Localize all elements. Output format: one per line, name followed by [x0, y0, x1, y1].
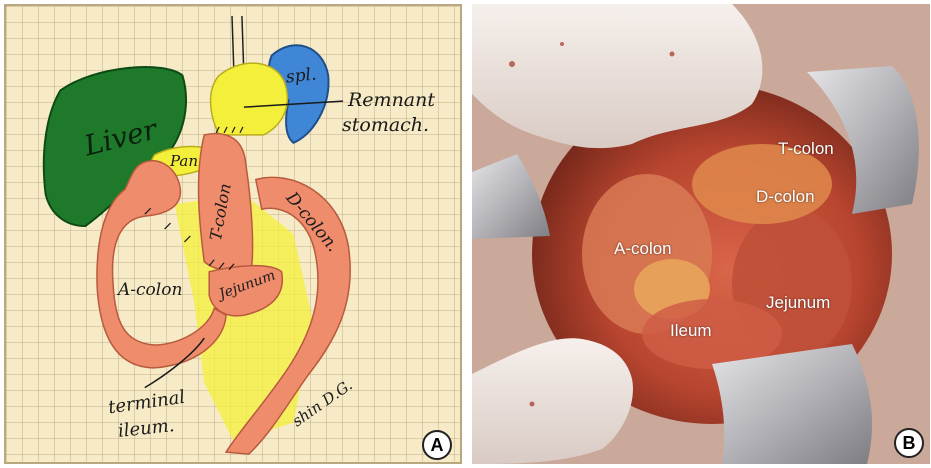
panel-a-badge: A — [422, 430, 452, 460]
panel-b-photo: T-colon D-colon A-colon Jejunum Ileum B — [472, 4, 930, 464]
stomach-shape — [211, 63, 288, 135]
photo-a-colon-label: A-colon — [614, 240, 672, 257]
photo-d-colon-label: D-colon — [756, 188, 815, 205]
retractor-lower — [712, 344, 872, 464]
photo-ileum-label: Ileum — [670, 322, 712, 339]
remnant-stomach-label-2: stomach. — [342, 116, 429, 135]
spleen-label: spl. — [285, 66, 317, 86]
photo-t-colon-label: T-colon — [778, 140, 834, 157]
panel-a-drawing: Liver spl. Pan Remnant stomach. T-colon … — [4, 4, 462, 464]
pancreas-label: Pan — [170, 154, 198, 169]
surgical-photo — [472, 4, 930, 464]
remnant-stomach-label-1: Remnant — [348, 91, 435, 110]
a-colon-label: A-colon — [118, 282, 182, 299]
panel-b-badge: B — [894, 428, 924, 458]
photo-jejunum-label: Jejunum — [766, 294, 830, 311]
anatomy-sketch — [6, 6, 460, 462]
